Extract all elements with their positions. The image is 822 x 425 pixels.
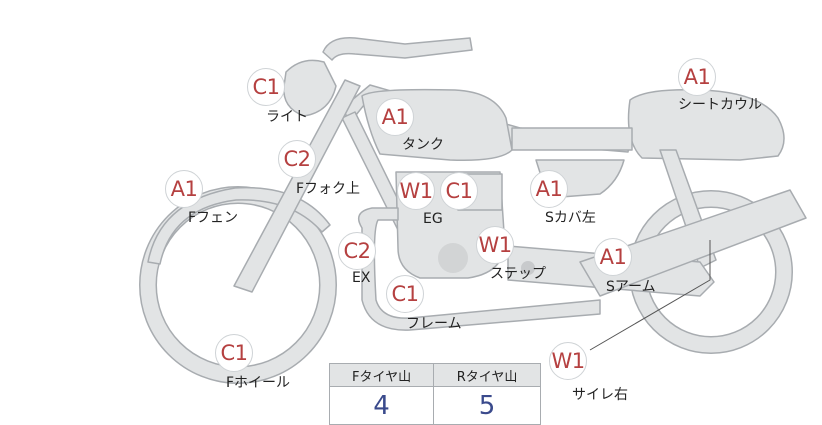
step-label: ステップ [490, 266, 546, 282]
tank-code-badge[interactable]: A1 [376, 98, 414, 136]
headlight [283, 59, 337, 117]
f-fork-upper-label: Fフォク上 [296, 181, 361, 197]
f-fender-code-badge[interactable]: A1 [165, 170, 203, 208]
front-tire-tread-value[interactable]: 4 [328, 386, 435, 425]
s-arm-code-badge[interactable]: A1 [594, 238, 632, 276]
front-tire-tread-header: Fタイヤ山 [328, 363, 435, 387]
step-code-badge[interactable]: W1 [476, 226, 514, 264]
muffler-leader-line [589, 240, 711, 351]
frame-label: フレーム [406, 316, 462, 332]
ex-label: EX [352, 270, 371, 286]
muffler-right-code-badge[interactable]: W1 [549, 342, 587, 380]
ex-code-badge[interactable]: C2 [338, 232, 376, 270]
light-label: ライト [266, 109, 308, 125]
f-wheel-label: Fホイール [226, 375, 291, 391]
rear-tire-tread-value[interactable]: 5 [433, 386, 541, 425]
frame-code-badge[interactable]: C1 [386, 275, 424, 313]
rear-frame [511, 127, 633, 151]
eg-w-code-badge[interactable]: W1 [397, 172, 435, 210]
f-fork-upper-code-badge[interactable]: C2 [278, 140, 316, 178]
seat-cowl [627, 88, 785, 161]
muffler-right-label: サイレ右 [572, 387, 628, 403]
tire-tread-table: Fタイヤ山 Rタイヤ山 4 5 [328, 363, 541, 425]
light-code-badge[interactable]: C1 [247, 68, 285, 106]
s-arm-label: Sアーム [606, 279, 656, 295]
s-cover-left-code-badge[interactable]: A1 [530, 170, 568, 208]
eg-label: EG [423, 211, 443, 227]
exhaust-pipe [357, 207, 601, 331]
handlebar [322, 37, 473, 61]
f-wheel-code-badge[interactable]: C1 [215, 334, 253, 372]
seat-cowl-label: シートカウル [678, 97, 762, 113]
muffler [579, 189, 807, 297]
eg-code-badge[interactable]: C1 [440, 172, 478, 210]
tank-label: タンク [402, 137, 444, 153]
rear-tire-tread-header: Rタイヤ山 [433, 363, 541, 387]
s-cover-left-label: Sカバ左 [545, 210, 596, 226]
front-fork [233, 79, 361, 293]
f-fender-label: Fフェン [188, 210, 239, 226]
seat-cowl-code-badge[interactable]: A1 [678, 58, 716, 96]
